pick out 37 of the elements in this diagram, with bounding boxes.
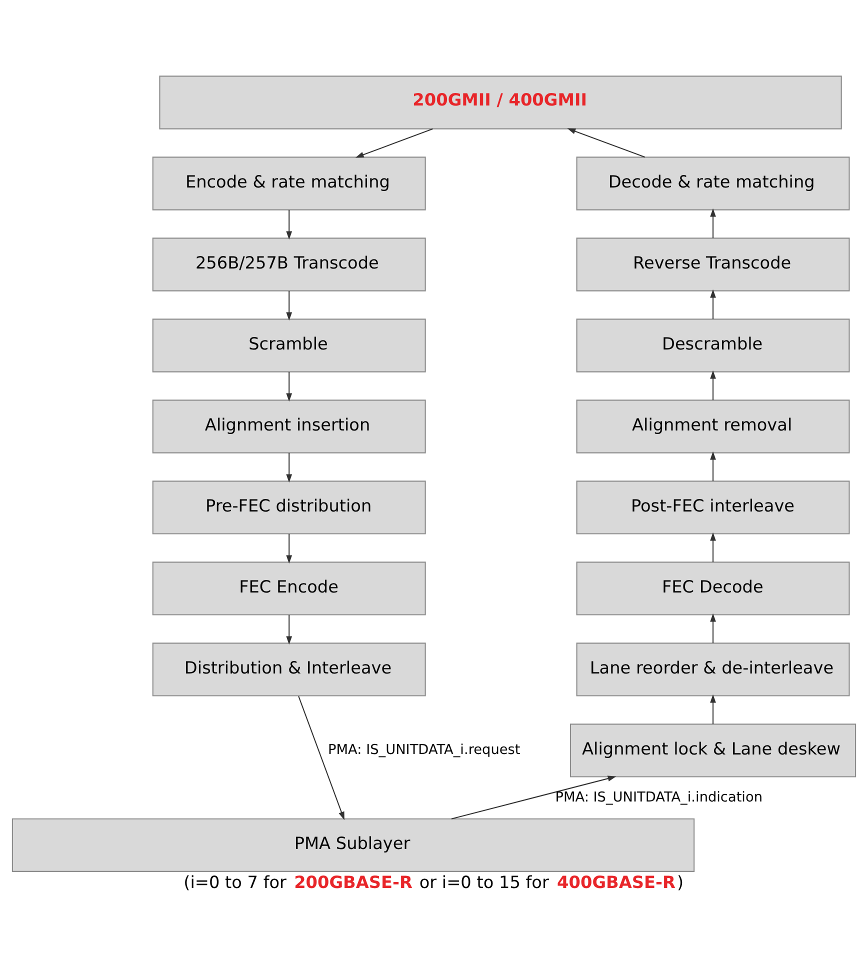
node-box: Pre-FEC distribution <box>152 480 426 534</box>
node-box: Distribution & Interleave <box>152 642 426 696</box>
node-box: Alignment lock & Lane deskew <box>570 723 856 777</box>
node-box: 200GMII / 400GMII <box>159 75 842 129</box>
node-box: 256B/257B Transcode <box>152 237 426 291</box>
arrow <box>355 128 433 158</box>
arrow <box>710 288 716 319</box>
node-box: Decode & rate matching <box>576 156 850 210</box>
node-box: Lane reorder & de-interleave <box>576 642 850 696</box>
arrow <box>286 209 292 240</box>
node-box: Alignment insertion <box>152 399 426 453</box>
node-box: Post-FEC interleave <box>576 480 850 534</box>
arrow <box>567 128 646 158</box>
arrow <box>710 532 716 562</box>
node-box: Alignment removal <box>576 399 850 453</box>
node-box: Reverse Transcode <box>576 237 850 291</box>
arrow <box>710 612 716 643</box>
arrow <box>710 208 716 238</box>
arrow <box>286 290 292 320</box>
arrow <box>710 450 716 481</box>
edge-label: PMA: IS_UNITDATA_i.request <box>328 742 520 758</box>
arrow <box>710 370 716 400</box>
arrow <box>710 694 716 724</box>
edge-label: PMA: IS_UNITDATA_i.indication <box>555 788 762 805</box>
node-box: Scramble <box>152 318 426 372</box>
arrow <box>286 614 292 644</box>
node-box: Encode & rate matching <box>152 156 426 210</box>
node-box: PMA Sublayer <box>12 818 695 872</box>
arrow <box>286 371 292 402</box>
arrow <box>286 533 292 564</box>
arrow <box>286 452 292 482</box>
arrow <box>451 775 616 819</box>
caption: (i=0 to 7 for 200GBASE-R or i=0 to 15 for 400GBASE-R) <box>184 872 684 892</box>
node-box: FEC Decode <box>576 561 850 615</box>
arrow <box>298 695 344 820</box>
node-box: Descramble <box>576 318 850 372</box>
node-box: FEC Encode <box>152 561 426 615</box>
